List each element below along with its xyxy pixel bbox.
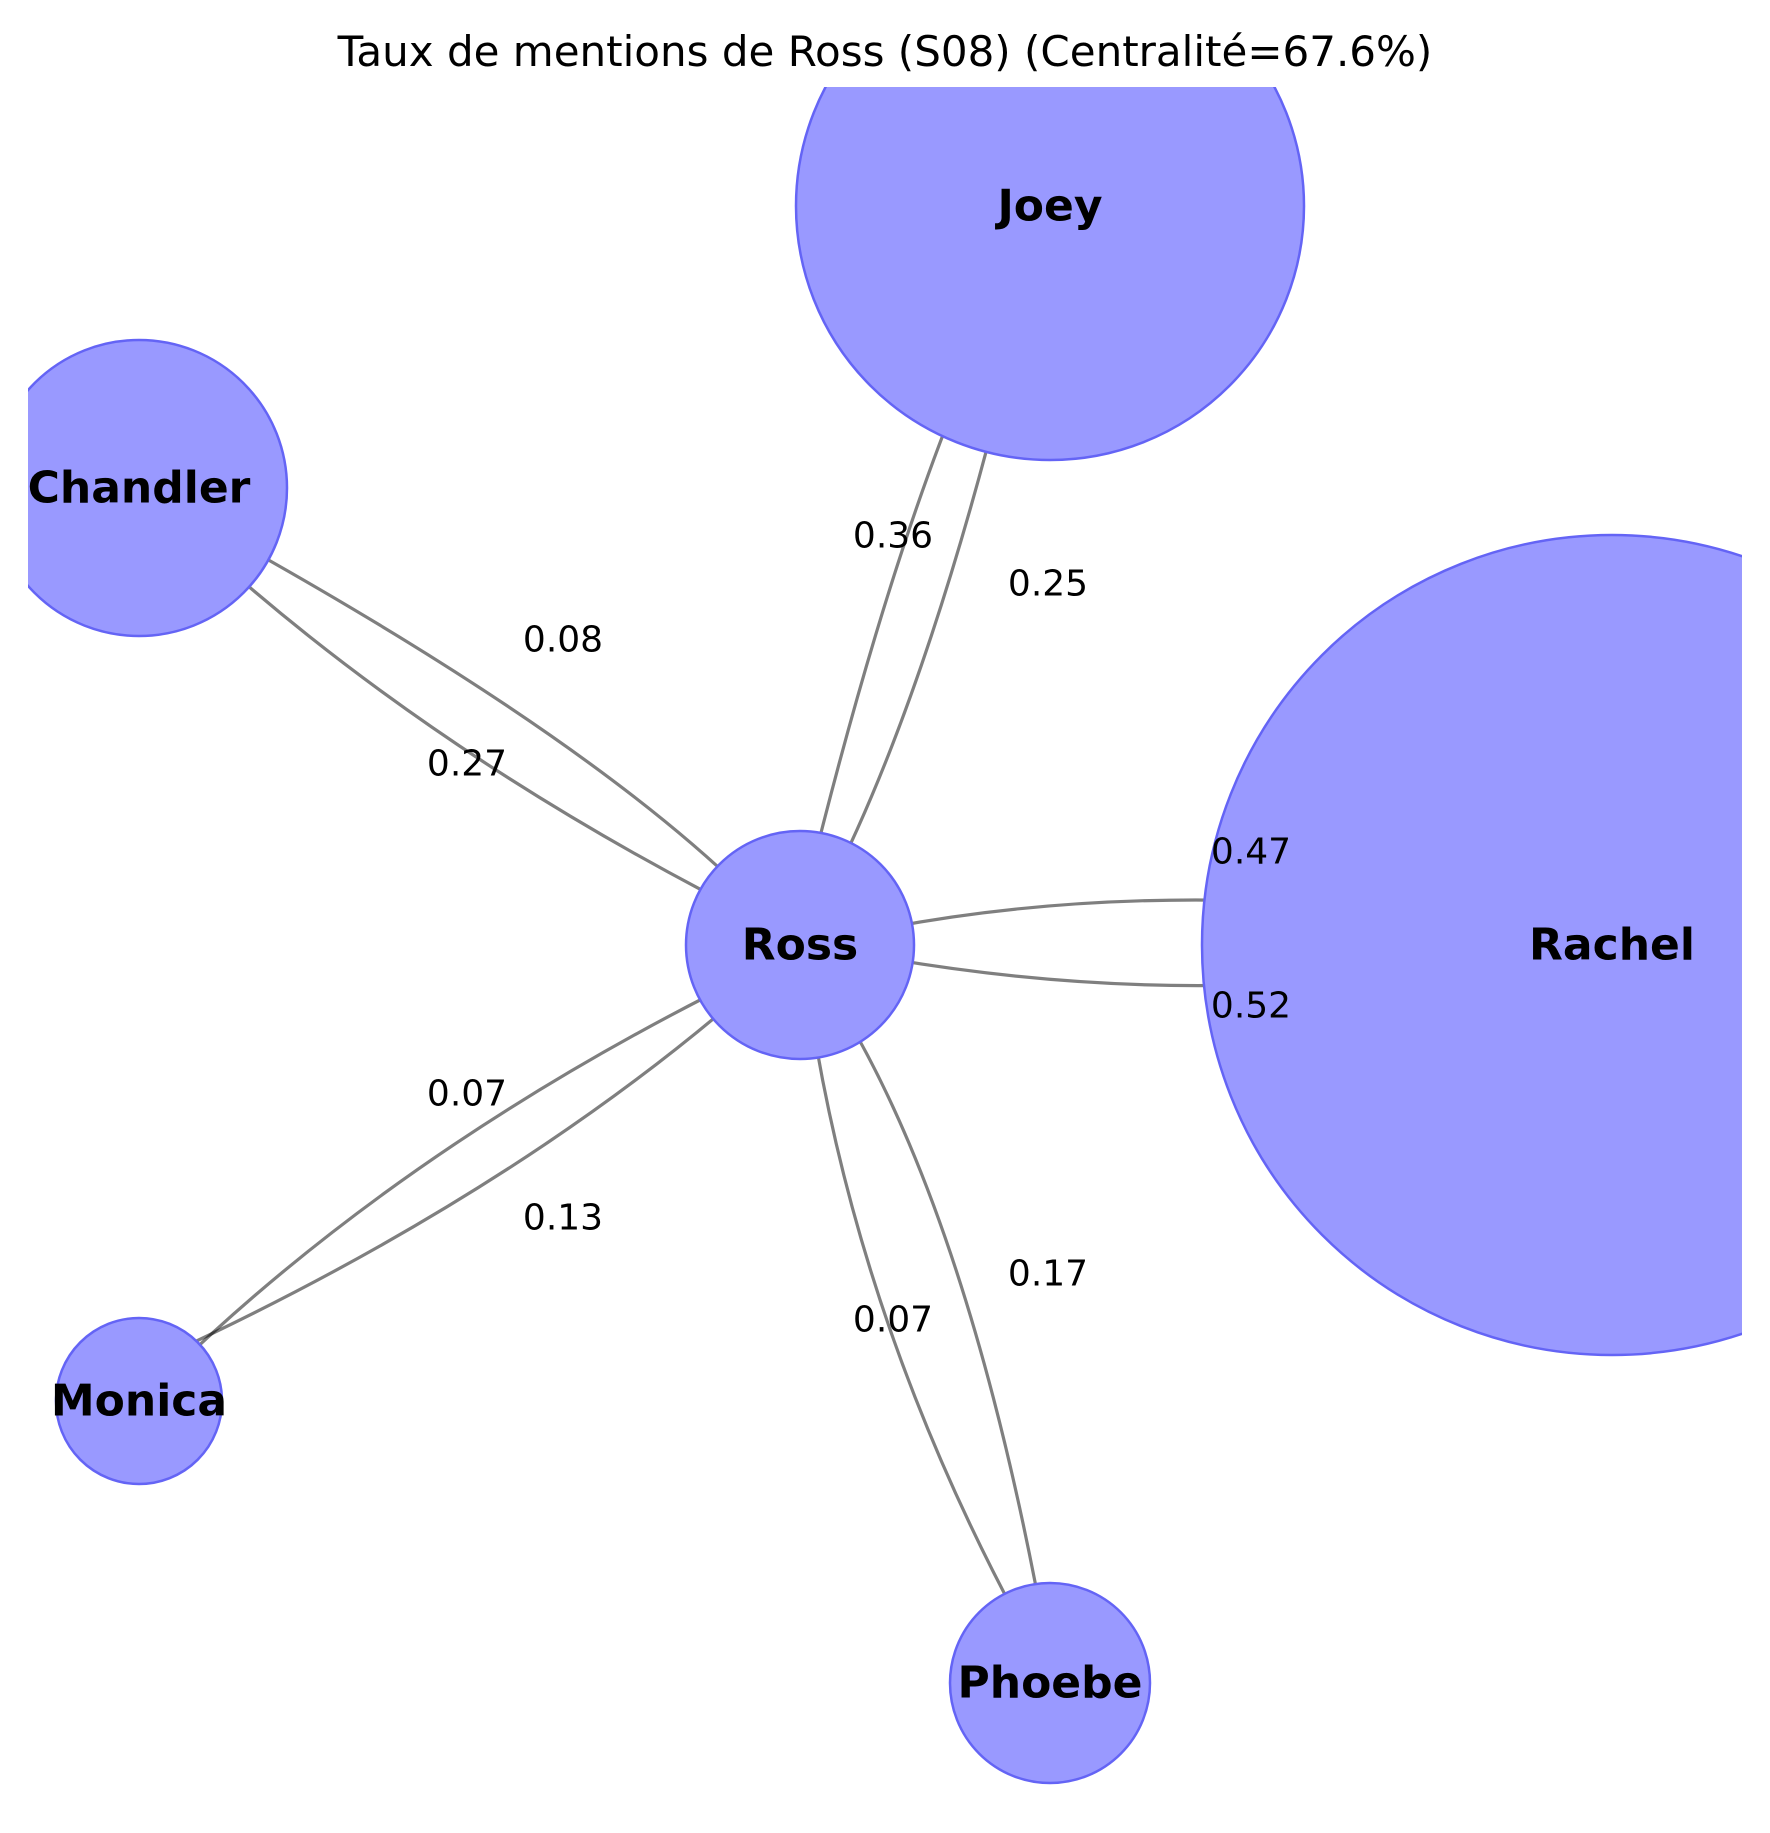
edge-joey-to-ross-label: 0.36 [853,516,933,557]
node-label-ross: Ross [742,920,859,971]
node-joey [794,87,1306,462]
diagram-title: Taux de mentions de Ross (S08) (Centrali… [337,27,1433,76]
node-phoebe [948,1581,1152,1785]
edge-monica-to-ross-label: 0.13 [523,1198,603,1239]
edge-ross-to-rachel-label: 0.52 [1211,986,1291,1027]
edge-phoebe-to-ross [819,976,1049,1647]
edge-ross-to-phoebe [804,978,1033,1644]
node-label-joey: Joey [994,181,1102,232]
edge-phoebe-to-ross-label: 0.17 [1008,1254,1088,1295]
edge-ross-to-monica-label: 0.07 [427,1074,507,1115]
edge-ross-to-joey-label: 0.25 [1008,564,1088,605]
node-rachel [1200,533,1742,1357]
edge-ross-to-monica [168,968,761,1375]
edge-chandler-to-ross-label: 0.27 [427,744,507,785]
edge-ross-to-chandler-label: 0.08 [523,620,603,661]
edge-ross-to-phoebe-label: 0.07 [853,1300,933,1341]
edge-rachel-to-ross-label: 0.47 [1211,832,1291,873]
edge-monica-to-ross [170,966,774,1355]
node-label-phoebe: Phoebe [958,1658,1143,1709]
labels-layer: 0.25 0.36 0.08 0.27 0.52 0.47 0.07 0.13 0.07 0.17… [28,181,1695,1709]
node-label-monica: Monica [51,1376,227,1427]
node-label-rachel: Rachel [1529,920,1695,971]
node-ross [684,829,916,1061]
node-monica [54,1316,224,1486]
node-label-chandler: Chandler [28,463,251,514]
nodes-layer [28,87,1742,1785]
node-chandler [28,338,289,638]
